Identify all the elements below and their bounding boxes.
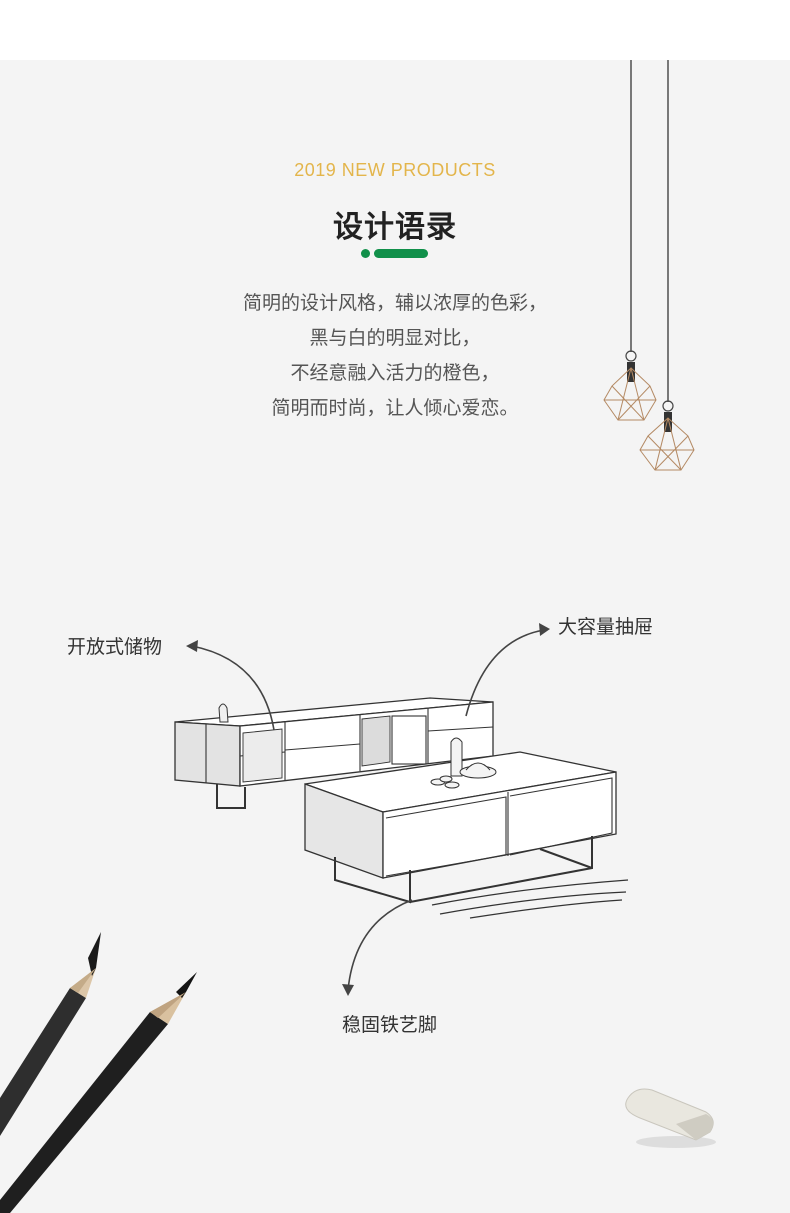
callout-open-storage: 开放式储物 (67, 636, 163, 658)
eraser-icon (625, 1088, 716, 1148)
pencil-icon (0, 972, 197, 1213)
arrow-icon (342, 899, 413, 996)
callout-iron-legs: 稳固铁艺脚 (342, 1014, 438, 1036)
section-subtitle: 2019 NEW PRODUCTS (294, 160, 496, 180)
description-line: 简明的设计风格，辅以浓厚的色彩， (242, 292, 547, 314)
callout-large-drawer: 大容量抽屉 (558, 616, 654, 638)
description-line: 简明而时尚，让人倾心爱恋。 (271, 397, 519, 419)
section-title: 设计语录 (333, 210, 457, 245)
design-description: 简明的设计风格，辅以浓厚的色彩， 黑与白的明显对比， 不经意融入活力的橙色， 简… (0, 286, 790, 426)
title-accent-dot (361, 249, 370, 258)
description-line: 不经意融入活力的橙色， (290, 362, 500, 384)
pendant-lamp-icon (603, 60, 657, 421)
tv-cabinet-sketch (174, 697, 494, 809)
arrow-icon (465, 623, 550, 717)
pendant-lamp-icon (639, 60, 695, 471)
description-line: 黑与白的明显对比， (309, 327, 481, 349)
title-accent-bar (374, 249, 428, 258)
pencil-icon (0, 932, 101, 1136)
arrow-icon (186, 640, 275, 731)
coffee-table-sketch (304, 737, 629, 919)
